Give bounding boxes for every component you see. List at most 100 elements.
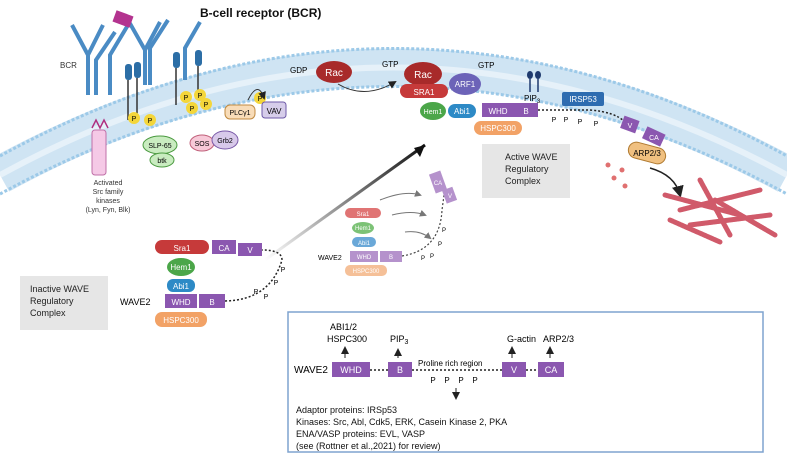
svg-text:ENA/VASP proteins: EVL, VASP: ENA/VASP proteins: EVL, VASP <box>296 429 425 439</box>
antigen-icon <box>112 10 134 28</box>
activation-arrowhead <box>414 145 425 157</box>
svg-text:P: P <box>148 118 153 125</box>
rac-activation-arrow <box>337 80 397 92</box>
svg-text:Activated: Activated <box>94 180 123 187</box>
svg-text:P: P <box>442 228 446 234</box>
slp65-label: SLP-65 <box>148 143 171 150</box>
svg-text:P: P <box>430 254 434 260</box>
svg-text:Regulatory: Regulatory <box>30 296 74 306</box>
svg-text:G-actin: G-actin <box>507 334 536 344</box>
plcg1-label: PLCγ1 <box>229 110 250 117</box>
gdp-label: GDP <box>290 66 307 75</box>
wave2-domain-box <box>287 311 764 453</box>
svg-text:WHD: WHD <box>357 255 372 261</box>
svg-text:Adaptor proteins: IRSp53: Adaptor proteins: IRSp53 <box>296 405 397 415</box>
svg-text:Kinases: Src, Abl, Cdk5, ERK,: Kinases: Src, Abl, Cdk5, ERK, Casein Kin… <box>296 417 507 427</box>
svg-text:WAVE2: WAVE2 <box>120 297 151 307</box>
bcr-receptor-right <box>126 18 202 85</box>
svg-text:P: P <box>254 289 259 296</box>
svg-text:CA: CA <box>545 365 558 375</box>
svg-text:Complex: Complex <box>30 308 66 318</box>
rac-gdp-protein <box>316 61 352 83</box>
svg-text:P: P <box>421 256 425 262</box>
rac-gtp-label: Rac <box>414 70 432 81</box>
active-complex-label: Active WAVE Regulatory Complex <box>505 152 558 186</box>
svg-text:Inactive WAVE: Inactive WAVE <box>30 284 89 294</box>
active-wave-complex: SRA1 Hem1 Abi1 WHD B HSPC300 P P P P IRS… <box>400 84 667 165</box>
vav-activation-arrow <box>247 89 266 101</box>
svg-text:P: P <box>274 280 279 287</box>
svg-text:P: P <box>132 116 137 123</box>
src-kinase-label: Activated Src family kinases (Lyn, Fyn, … <box>86 180 131 214</box>
svg-text:(Lyn, Fyn, Blk): (Lyn, Fyn, Blk) <box>86 207 131 214</box>
svg-text:B: B <box>397 365 403 375</box>
grb2-label: Grb2 <box>217 138 233 145</box>
svg-text:HSPC300: HSPC300 <box>353 269 380 275</box>
svg-text:P: P <box>198 93 203 100</box>
svg-text:Proline rich region: Proline rich region <box>418 359 482 368</box>
activation-arrow <box>264 143 426 262</box>
inactive-complex-label: Inactive WAVE Regulatory Complex <box>30 284 89 318</box>
svg-text:P: P <box>184 95 189 102</box>
vav-label: VAV <box>267 107 282 116</box>
diagram-title: B-cell receptor (BCR) <box>200 6 321 20</box>
wave2-regulator-notes: Adaptor proteins: IRSp53 Kinases: Src, A… <box>296 405 507 451</box>
svg-text:WAVE2: WAVE2 <box>318 255 342 262</box>
svg-text:Abi1: Abi1 <box>358 241 371 247</box>
bcr-label: BCR <box>60 61 77 70</box>
svg-text:WAVE2: WAVE2 <box>294 365 328 376</box>
svg-text:kinases: kinases <box>96 198 120 205</box>
svg-text:P: P <box>444 376 449 385</box>
btk-label: btk <box>157 158 167 165</box>
svg-text:B: B <box>209 298 214 307</box>
svg-text:CA: CA <box>218 244 230 253</box>
svg-text:PIP3: PIP3 <box>390 334 409 346</box>
bcr-receptor-left <box>70 23 130 95</box>
svg-text:Complex: Complex <box>505 176 541 186</box>
plcg1-protein <box>224 104 256 120</box>
svg-text:Hem1: Hem1 <box>424 109 443 116</box>
svg-text:P: P <box>264 294 269 301</box>
arf1-protein <box>449 73 481 95</box>
btk-protein <box>149 152 175 168</box>
svg-text:Hem1: Hem1 <box>170 263 192 272</box>
svg-text:P: P <box>438 242 442 248</box>
sos-label: SOS <box>195 141 210 148</box>
inactive-wave-complex: Sra1 CA V Hem1 Abi1 WAVE2 WHD B HSPC300 … <box>120 240 286 327</box>
svg-text:CA: CA <box>434 181 442 187</box>
svg-text:V: V <box>247 246 253 255</box>
ig-alpha-beta-chains <box>125 50 202 120</box>
svg-text:P: P <box>564 117 569 124</box>
svg-text:V: V <box>448 194 452 200</box>
cell-membrane <box>0 47 787 196</box>
src-kinase-icon <box>91 129 107 176</box>
svg-text:P: P <box>472 376 477 385</box>
svg-text:ARP2/3: ARP2/3 <box>633 149 661 158</box>
arf1-label: ARF1 <box>455 80 476 89</box>
svg-text:Abi1: Abi1 <box>173 282 190 291</box>
svg-text:Abi1: Abi1 <box>454 107 471 116</box>
svg-text:Active WAVE: Active WAVE <box>505 152 558 162</box>
svg-text:HSPC300: HSPC300 <box>327 334 367 344</box>
svg-text:WHD: WHD <box>340 365 362 375</box>
src-lipid-anchor-icon <box>91 118 109 130</box>
svg-text:P: P <box>258 96 263 103</box>
active-complex-label-box <box>482 144 570 198</box>
svg-text:P: P <box>190 106 195 113</box>
rac-gtp-protein <box>404 62 442 86</box>
svg-text:ABI1/2: ABI1/2 <box>330 322 357 332</box>
svg-text:B: B <box>523 107 528 116</box>
svg-text:SRA1: SRA1 <box>414 88 435 97</box>
gtp-label-rac: GTP <box>382 60 398 69</box>
rac-gdp-label: Rac <box>325 68 343 79</box>
svg-text:V: V <box>628 123 633 130</box>
actin-filaments-icon <box>662 177 778 245</box>
svg-text:Src family: Src family <box>93 189 124 196</box>
svg-text:WHD: WHD <box>171 298 190 307</box>
gtp-label-arf1: GTP <box>478 61 494 70</box>
svg-text:P: P <box>594 121 599 128</box>
actin-polymerization-arrow <box>649 167 684 198</box>
svg-text:ARP2/3: ARP2/3 <box>543 334 574 344</box>
vav-protein <box>261 101 287 119</box>
